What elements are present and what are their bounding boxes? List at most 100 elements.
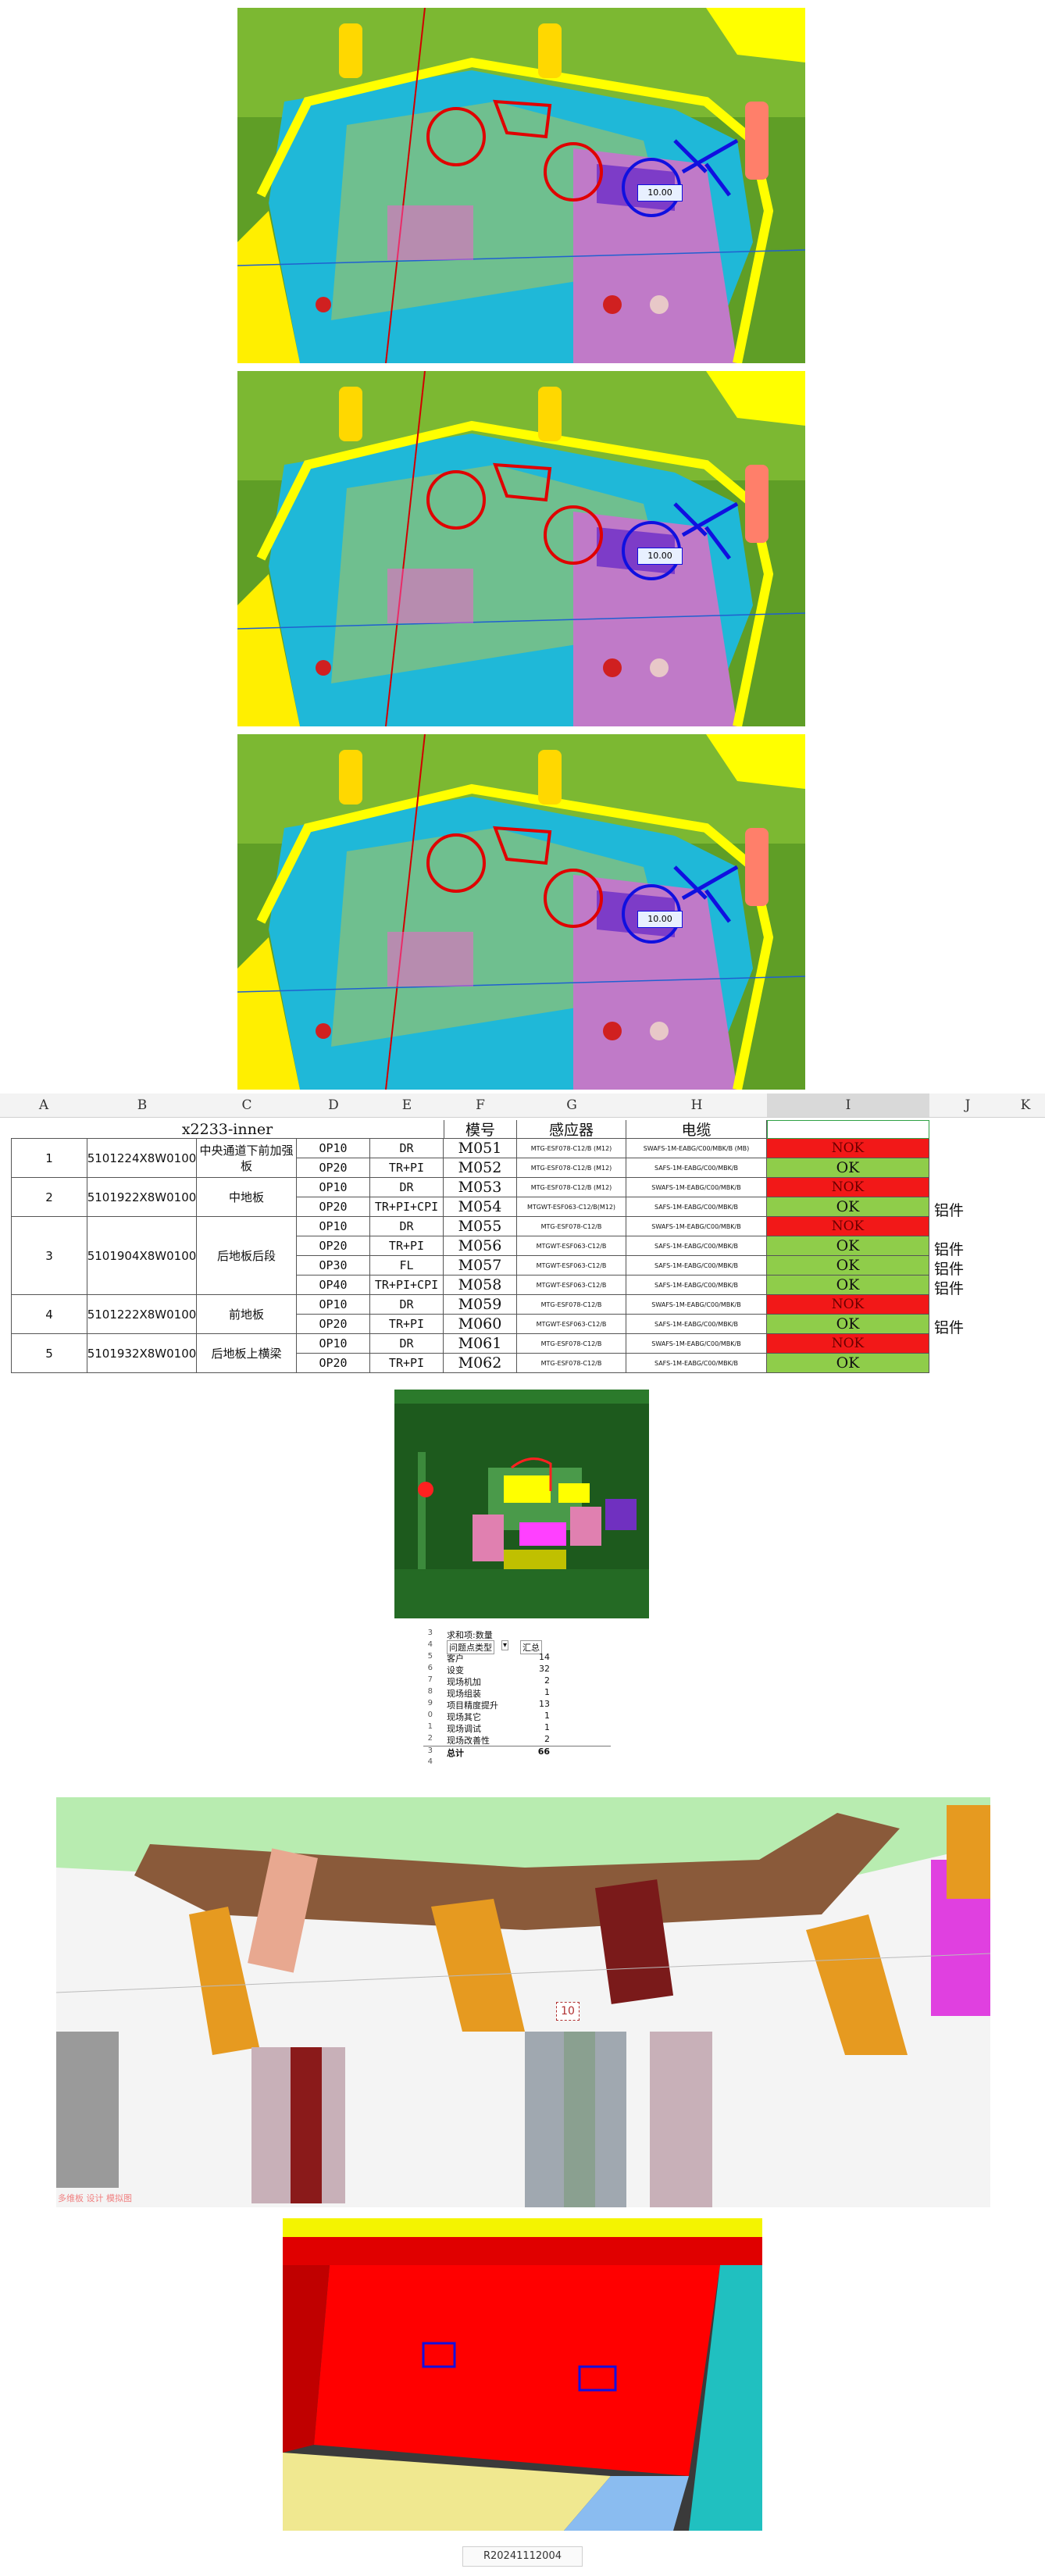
sensor-cell: MTGWT-ESF063-C12/B: [517, 1236, 626, 1256]
header-cable: 电缆: [626, 1120, 767, 1139]
cable-cell: SAFS-1M-EABG/C00/MBK/B: [626, 1354, 767, 1373]
pivot-value: 2: [544, 1734, 550, 1744]
column-header[interactable]: E: [370, 1094, 444, 1118]
selected-cell[interactable]: [767, 1120, 929, 1139]
column-header[interactable]: D: [297, 1094, 370, 1118]
status-cell-ok: OK: [767, 1354, 929, 1373]
group-part-number: 5101224X8W0100: [87, 1139, 197, 1178]
column-header[interactable]: K: [1006, 1094, 1045, 1118]
row-number: 8: [427, 1687, 433, 1696]
group-part-name: 后地板上横梁: [197, 1334, 297, 1373]
process-cell: TR+PI: [370, 1236, 444, 1256]
mold-cell: M052: [444, 1158, 517, 1178]
pivot-label: 现场调试: [447, 1724, 481, 1734]
pivot-label: 客户: [447, 1654, 464, 1664]
mold-cell: M060: [444, 1315, 517, 1334]
op-cell: OP10: [297, 1295, 370, 1315]
column-header[interactable]: B: [87, 1094, 197, 1118]
column-header[interactable]: F: [444, 1094, 517, 1118]
pivot-header: 求和项:数量: [447, 1630, 493, 1640]
cable-cell: SAFS-1M-EABG/C00/MBK/B: [626, 1197, 767, 1217]
spreadsheet: A B C D E F G H I J K x2233-inner 模号 感应器…: [0, 1094, 1045, 1383]
dimension-label: 10.00: [637, 911, 683, 928]
row-number: 6: [427, 1664, 433, 1672]
group-part-number: 5101222X8W0100: [87, 1295, 197, 1334]
pivot-value: 13: [539, 1699, 550, 1709]
op-cell: OP10: [297, 1139, 370, 1158]
project-title: x2233-inner: [11, 1120, 444, 1139]
sensor-cell: MTGWT-ESF063-C12/B: [517, 1256, 626, 1276]
die-3d-render-scene: [56, 1797, 990, 2207]
sensor-cell: MTG-ESF078-C12/B: [517, 1295, 626, 1315]
row-number: 2: [427, 1734, 433, 1743]
status-cell-ok: OK: [767, 1236, 929, 1256]
process-cell: DR: [370, 1295, 444, 1315]
group-part-number: 5101932X8W0100: [87, 1334, 197, 1373]
process-cell: FL: [370, 1256, 444, 1276]
header-sensor: 感应器: [517, 1120, 626, 1139]
die-3d-render: 10 多维板 设计 模拟图: [56, 1797, 990, 2207]
cad-die-render: [237, 734, 805, 1090]
layout-cad-view: [394, 1390, 649, 1618]
row-number: 3: [427, 1746, 433, 1755]
note-cell: 铝件: [934, 1241, 965, 1258]
pivot-value: 32: [539, 1664, 550, 1674]
note-cell: 铝件: [934, 1280, 965, 1297]
pivot-value: 1: [544, 1711, 550, 1721]
mold-cell: M056: [444, 1236, 517, 1256]
pivot-label: 现场组装: [447, 1689, 481, 1699]
row-number: 4: [427, 1757, 433, 1766]
row-number: 3: [427, 1629, 433, 1637]
document-code: R20241112004: [462, 2546, 583, 2567]
pivot-label: 设变: [447, 1665, 464, 1675]
cable-cell: SWAFS-1M-EABG/C00/MBK/B (MB): [626, 1139, 767, 1158]
cable-cell: SWAFS-1M-EABG/C00/MBK/B: [626, 1334, 767, 1354]
column-header[interactable]: G: [517, 1094, 626, 1118]
sensor-cell: MTG-ESF078-C12/B (M12): [517, 1178, 626, 1197]
cable-cell: SAFS-1M-EABG/C00/MBK/B: [626, 1276, 767, 1295]
op-cell: OP20: [297, 1315, 370, 1334]
row-number: 9: [427, 1699, 433, 1707]
status-cell-ok: OK: [767, 1276, 929, 1295]
op-cell: OP10: [297, 1217, 370, 1236]
note-cell: 铝件: [934, 1261, 965, 1278]
op-cell: OP20: [297, 1236, 370, 1256]
sensor-cell: MTG-ESF078-C12/B: [517, 1354, 626, 1373]
column-header-selected[interactable]: I: [767, 1094, 929, 1118]
cad-die-render: [237, 8, 805, 363]
header-mold: 模号: [444, 1120, 517, 1139]
process-cell: DR: [370, 1178, 444, 1197]
sensor-cell: MTG-ESF078-C12/B: [517, 1217, 626, 1236]
sensor-cell: MTGWT-ESF063-C12/B(M12): [517, 1197, 626, 1217]
group-no: 2: [11, 1178, 87, 1217]
row-number: 4: [427, 1640, 433, 1649]
mold-cell: M054: [444, 1197, 517, 1217]
column-header[interactable]: C: [197, 1094, 297, 1118]
op-cell: OP10: [297, 1334, 370, 1354]
row-number: 1: [427, 1722, 433, 1731]
pivot-value: 1: [544, 1722, 550, 1732]
note-cell: 铝件: [934, 1202, 965, 1219]
column-header[interactable]: J: [929, 1094, 1006, 1118]
column-header[interactable]: A: [0, 1094, 87, 1118]
process-cell: TR+PI: [370, 1315, 444, 1334]
mold-cell: M058: [444, 1276, 517, 1295]
filter-dropdown-icon[interactable]: ▾: [501, 1640, 509, 1650]
status-cell-nok: NOK: [767, 1295, 929, 1315]
pivot-value: 14: [539, 1652, 550, 1662]
mold-cell: M062: [444, 1354, 517, 1373]
pivot-total-label: 总计: [447, 1748, 464, 1758]
pivot-label: 现场其它: [447, 1712, 481, 1722]
pivot-col1: 问题点类型: [447, 1640, 494, 1654]
cad-view-1: 10.00: [237, 8, 805, 363]
mold-cell: M055: [444, 1217, 517, 1236]
sensor-cell: MTG-ESF078-C12/B: [517, 1334, 626, 1354]
process-cell: DR: [370, 1217, 444, 1236]
status-cell-nok: NOK: [767, 1139, 929, 1158]
group-part-number: 5101904X8W0100: [87, 1217, 197, 1295]
group-no: 1: [11, 1139, 87, 1178]
status-cell-ok: OK: [767, 1197, 929, 1217]
cable-cell: SWAFS-1M-EABG/C00/MBK/B: [626, 1295, 767, 1315]
column-header[interactable]: H: [626, 1094, 767, 1118]
